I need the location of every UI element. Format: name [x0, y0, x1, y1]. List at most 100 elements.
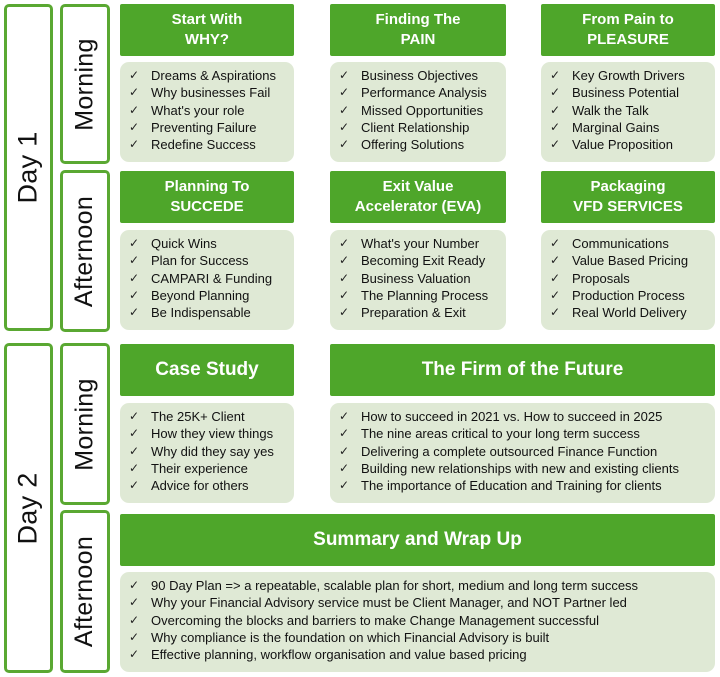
checkmark-icon: ✓ [129, 460, 140, 475]
list-item: ✓Delivering a complete outsourced Financ… [339, 443, 715, 460]
list-item: ✓Preventing Failure [129, 119, 294, 136]
day-2-label: Day 2 [13, 471, 44, 545]
list-item-text: Client Relationship [361, 119, 470, 135]
list-item-text: Real World Delivery [572, 305, 687, 321]
session-exit-value-title: Exit Value Accelerator (EVA) [354, 178, 482, 215]
list-item: ✓Offering Solutions [339, 136, 506, 153]
list-item: ✓Why businesses Fail [129, 84, 294, 101]
list-item-text: Advice for others [151, 478, 249, 494]
list-item-text: Becoming Exit Ready [361, 253, 486, 269]
list-item: ✓Preparation & Exit [339, 304, 506, 321]
session-exit-value-list: ✓What's your Number✓Becoming Exit Ready✓… [330, 230, 506, 330]
day-2-morning-label-box: Morning [60, 343, 110, 505]
list-item: ✓The 25K+ Client [129, 408, 294, 425]
session-case-study-title: Case Study [155, 359, 259, 380]
list-item: ✓The nine areas critical to your long te… [339, 425, 715, 442]
list-item: ✓Plan for Success [129, 252, 294, 269]
checkmark-icon: ✓ [339, 287, 350, 302]
session-exit-value-header: Exit Value Accelerator (EVA) [330, 171, 506, 223]
list-item: ✓Value Proposition [550, 136, 715, 153]
list-item-text: 90 Day Plan => a repeatable, scalable pl… [151, 578, 639, 593]
list-item-text: Marginal Gains [572, 119, 660, 135]
day-1-morning-label-box: Morning [60, 4, 110, 164]
session-summary-header: Summary and Wrap Up [120, 514, 715, 566]
list-item-text: Their experience [151, 460, 248, 476]
checkmark-icon: ✓ [129, 137, 140, 152]
list-item: ✓Overcoming the blocks and barriers to m… [129, 612, 715, 629]
session-pain-to-pleasure-header: From Pain to PLEASURE [541, 4, 715, 56]
list-item-text: Building new relationships with new and … [361, 460, 679, 476]
day-1-afternoon-label: Afternoon [70, 195, 99, 307]
list-item: ✓ Real World Delivery [550, 304, 715, 321]
list-item-text: CAMPARI & Funding [151, 270, 273, 286]
list-item-text: Proposals [572, 270, 630, 286]
list-item: ✓Production Process [550, 287, 715, 304]
checkmark-icon: ✓ [339, 253, 350, 268]
session-start-with-why-title: Start With WHY? [171, 11, 243, 48]
list-item-text: Effective planning, workflow organisatio… [151, 647, 527, 663]
list-item: ✓Why compliance is the foundation on whi… [129, 629, 715, 646]
list-item: ✓ What's your role [129, 102, 294, 119]
checkmark-icon: ✓ [129, 236, 140, 250]
list-item-text: Quick Wins [151, 236, 217, 251]
checkmark-icon: ✓ [339, 68, 350, 82]
list-item: ✓How to succeed in 2021 vs. How to succe… [339, 408, 715, 425]
list-item: ✓Advice for others [129, 477, 294, 494]
checkmark-icon: ✓ [129, 102, 140, 117]
checkmark-icon: ✓ [339, 102, 350, 117]
list-item: ✓Business Valuation [339, 270, 506, 287]
list-item: ✓Dreams & Aspirations [129, 67, 294, 84]
session-planning-title: Planning To SUCCEDE [164, 178, 250, 215]
list-item: ✓90 Day Plan => a repeatable, scalable p… [129, 577, 715, 594]
list-item-text: Performance Analysis [361, 85, 487, 101]
checkmark-icon: ✓ [339, 137, 350, 152]
list-item: ✓ CAMPARI & Funding [129, 270, 294, 287]
list-item: ✓ Becoming Exit Ready [339, 252, 506, 269]
session-firm-future-header: The Firm of the Future [330, 344, 715, 396]
day-2-label-box: Day 2 [4, 343, 53, 673]
session-pain-to-pleasure-title: From Pain to PLEASURE [582, 11, 674, 48]
session-summary-title: Summary and Wrap Up [313, 529, 522, 550]
checkmark-icon: ✓ [339, 270, 350, 285]
session-summary-list: ✓ 90 Day Plan => a repeatable, scalable p… [120, 572, 715, 672]
checkmark-icon: ✓ [339, 426, 350, 441]
session-pain-to-pleasure-list: ✓Key Growth Drivers✓Business Potential✓W… [541, 62, 715, 162]
checkmark-icon: ✓ [339, 119, 350, 134]
checkmark-icon: ✓ [129, 270, 140, 285]
session-packaging-vfd-title: Packaging VFD SERVICES [573, 178, 683, 215]
list-item: ✓Business Potential [550, 84, 715, 101]
checkmark-icon: ✓ [339, 85, 350, 100]
checkmark-icon: ✓ [550, 305, 561, 320]
checkmark-icon: ✓ [339, 409, 350, 423]
session-planning-list: ✓Quick Wins✓Plan for Success✓CAMPARI & F… [120, 230, 294, 330]
list-item-text: Overcoming the blocks and barriers to ma… [151, 612, 599, 628]
checkmark-icon: ✓ [550, 68, 561, 82]
list-item-text: Why did they say yes [151, 443, 274, 459]
checkmark-icon: ✓ [339, 305, 350, 320]
session-finding-pain-header: Finding The PAIN [330, 4, 506, 56]
session-case-study-header: Case Study [120, 344, 294, 396]
session-firm-future-list: ✓How to succeed in 2021 vs. How to succe… [330, 403, 715, 503]
session-finding-pain-list: ✓Business Objectives✓Performance Analysi… [330, 62, 506, 162]
list-item: ✓Beyond Planning [129, 287, 294, 304]
list-item-text: Missed Opportunities [361, 102, 484, 118]
list-item: ✓ Effective planning, workflow organisati… [129, 646, 715, 663]
day-2-afternoon-label-box: Afternoon [60, 510, 110, 673]
list-item-text: Be Indispensable [151, 305, 251, 321]
list-item-text: What's your role [151, 102, 245, 118]
checkmark-icon: ✓ [129, 305, 140, 320]
checkmark-icon: ✓ [339, 478, 350, 493]
checkmark-icon: ✓ [129, 647, 140, 662]
day-1-label: Day 1 [13, 131, 44, 204]
list-item: ✓ The importance of Education and Trainin… [339, 477, 715, 494]
list-item: ✓ Be Indispensable [129, 304, 294, 321]
checkmark-icon: ✓ [129, 443, 140, 458]
session-finding-pain-title: Finding The PAIN [375, 11, 461, 48]
list-item: ✓ Missed Opportunities [339, 102, 506, 119]
list-item: ✓Value Based Pricing [550, 252, 715, 269]
session-packaging-vfd-header: Packaging VFD SERVICES [541, 171, 715, 223]
session-planning-header: Planning To SUCCEDE [120, 171, 294, 223]
list-item-text: The importance of Education and Training… [361, 478, 662, 494]
checkmark-icon: ✓ [129, 426, 140, 441]
list-item-text: Communications [572, 236, 669, 251]
